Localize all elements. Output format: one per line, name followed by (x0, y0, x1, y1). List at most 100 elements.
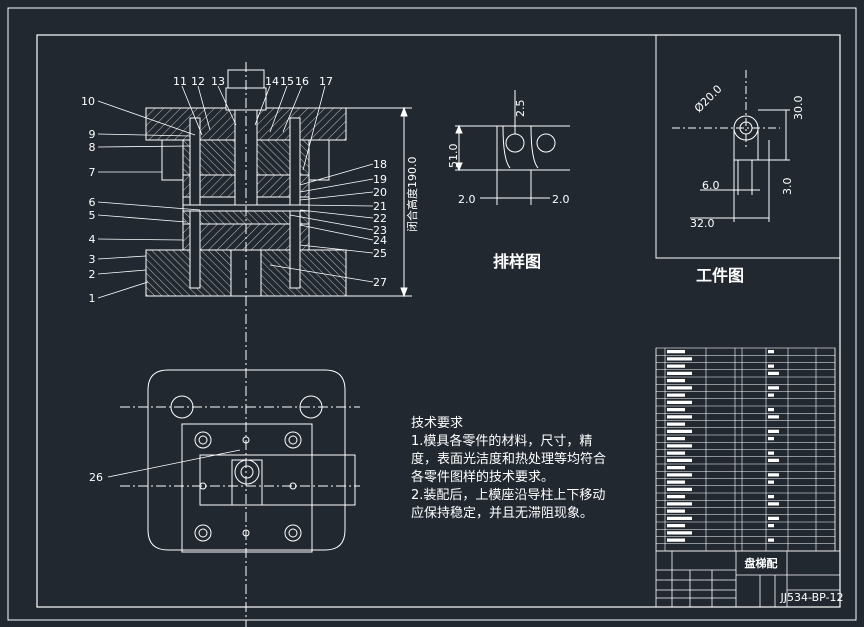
part-label-19: 19 (373, 173, 387, 186)
parts-list-cell (667, 480, 685, 484)
strip-gap-left: 2.0 (458, 193, 476, 206)
part-label-27: 27 (373, 276, 387, 289)
parts-list-cell (667, 495, 685, 499)
parts-list-cell (768, 415, 779, 419)
parts-list-cell (768, 364, 774, 368)
part-label-3: 3 (89, 253, 96, 266)
part-label-5: 5 (89, 209, 96, 222)
parts-list-cell (667, 531, 692, 535)
parts-list-cell (667, 371, 692, 375)
parts-list-cell (667, 350, 685, 354)
parts-list-cell (667, 379, 685, 383)
parts-list-cell (768, 408, 774, 412)
requirements-line-1: 1.模具各零件的材料，尺寸，精 (411, 433, 592, 449)
die-plan-view (120, 369, 360, 553)
part-label-13: 13 (211, 75, 225, 88)
parts-list-cell (768, 480, 774, 484)
parts-list-cell (768, 393, 774, 397)
title-block (655, 550, 841, 608)
strip-height: 51.0 (447, 144, 460, 169)
requirements-line-4: 2.装配后，上模座沿导柱上下移动 (411, 488, 605, 503)
parts-list-cell (768, 524, 774, 528)
parts-list-cell (768, 451, 774, 455)
part-label-9: 9 (89, 128, 96, 141)
parts-list-cell (768, 516, 779, 520)
parts-list-cell (667, 386, 692, 390)
strip-gap-right: 2.0 (552, 193, 570, 206)
title-block-name: 盘梯配 (745, 556, 778, 570)
parts-list-cell (667, 516, 692, 520)
part-label-23: 23 (373, 224, 387, 237)
outer-frame (7, 7, 857, 621)
wp-width: 32.0 (690, 217, 715, 230)
wp-diameter: Ø20.0 (692, 82, 725, 115)
parts-list-cell (667, 473, 692, 477)
parts-list-cell (667, 451, 685, 455)
parts-list-cell (667, 502, 692, 506)
parts-list-cell (667, 415, 692, 419)
die-section-view (145, 62, 347, 627)
parts-list-cell (667, 422, 685, 426)
wp-right: 3.0 (781, 178, 794, 196)
part-label-12: 12 (191, 75, 205, 88)
part-label-1: 1 (89, 292, 96, 305)
part-label-21: 21 (373, 200, 387, 213)
title-block-code: JJ534-BP-12 (780, 591, 844, 604)
part-label-20: 20 (373, 186, 387, 199)
closed-height-value: 闭合高度190.0 (405, 157, 419, 233)
parts-list-cell (768, 350, 774, 354)
workpiece-title: 工件图 (696, 266, 744, 285)
part-label-24: 24 (373, 234, 387, 247)
wp-height: 30.0 (792, 96, 805, 121)
part-label-17: 17 (319, 75, 333, 88)
wp-inner: 6.0 (702, 179, 720, 192)
parts-list-cell (667, 364, 685, 368)
parts-list-cell (768, 437, 774, 441)
part-label-4: 4 (89, 233, 96, 246)
parts-list-cell (768, 386, 779, 390)
part-label-7: 7 (89, 166, 96, 179)
parts-list-table (655, 347, 836, 552)
parts-list-cell (768, 502, 779, 506)
parts-list-cell (667, 357, 692, 361)
parts-list-cell (667, 538, 685, 542)
parts-list-cell (667, 487, 692, 491)
closed-height-dimension (346, 106, 412, 298)
parts-list-cell (768, 429, 779, 433)
strip-pitch-top: 2.5 (514, 100, 527, 118)
part-label-6: 6 (89, 196, 96, 209)
part-label-25: 25 (373, 247, 387, 260)
workpiece-view (672, 70, 790, 222)
parts-list-cell (768, 371, 779, 375)
strip-layout-view (455, 90, 570, 205)
workpiece-frame (655, 34, 841, 259)
part-label-2: 2 (89, 268, 96, 281)
parts-list-cell (768, 473, 779, 477)
requirements-heading: 技术要求 (411, 416, 463, 431)
parts-list-cell (667, 400, 692, 404)
parts-list-cell (667, 458, 692, 462)
parts-list-cell (667, 509, 685, 513)
part-label-8: 8 (89, 141, 96, 154)
parts-list-cell (667, 444, 692, 448)
requirements-line-5: 应保持稳定，并且无滞阻现象。 (411, 505, 593, 521)
layout-title: 排样图 (493, 252, 541, 271)
part-label-22: 22 (373, 212, 387, 225)
part-label-16: 16 (295, 75, 309, 88)
part-label-11: 11 (173, 75, 187, 88)
part-label-26: 26 (89, 471, 103, 484)
parts-list-cell (667, 437, 685, 441)
drawing-border (36, 34, 841, 608)
parts-list-cell (667, 466, 685, 470)
parts-list-cell (667, 429, 692, 433)
part-label-18: 18 (373, 158, 387, 171)
parts-list-cell (768, 495, 774, 499)
parts-list-cell (667, 524, 685, 528)
part-label-15: 15 (280, 75, 294, 88)
parts-list-cell (667, 408, 685, 412)
part-label-14: 14 (265, 75, 279, 88)
part-label-10: 10 (81, 95, 95, 108)
parts-list-cell (768, 458, 779, 462)
requirements-line-2: 度，表面光洁度和热处理等均符合 (411, 451, 606, 467)
